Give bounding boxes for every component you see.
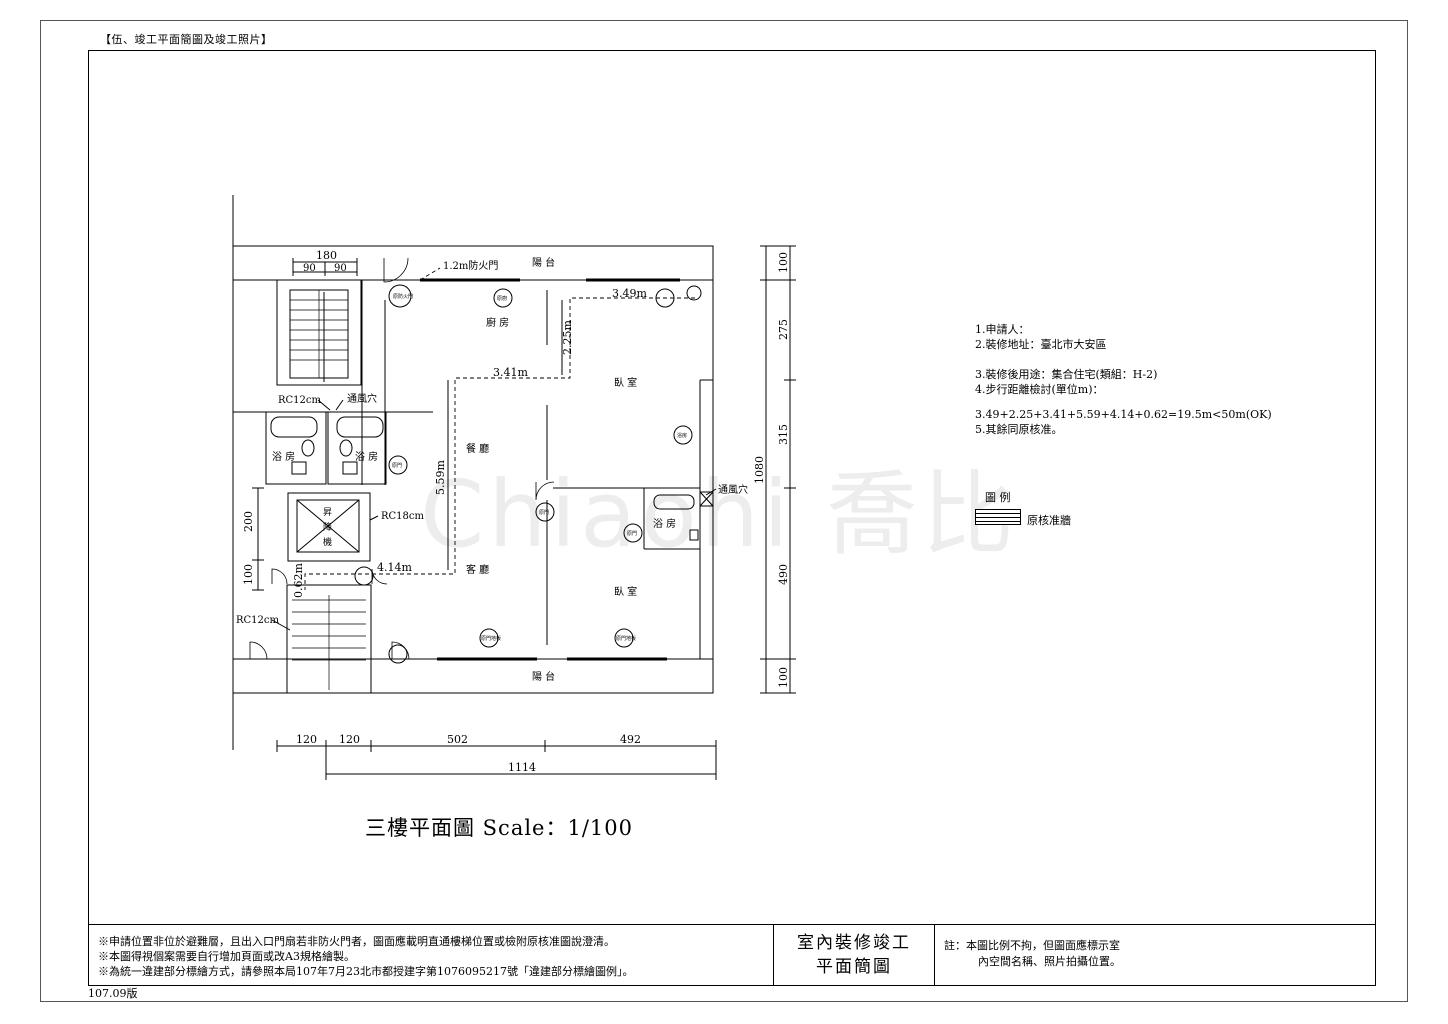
fixture-bedroom: 浴房 (677, 432, 687, 439)
drawing-title-line-1: 室內裝修竣工 (797, 933, 911, 953)
spec-notes: 1.申請人： 2.裝修地址：臺北市大安區 3.裝修後用途：集合住宅(類組：H-2… (975, 322, 1272, 437)
dim-v490: 490 (777, 564, 790, 585)
title-block-notes: ※申請位置非位於避難層，且出入口門扇若非防火門者，圖面應載明直通樓梯位置或檢附原… (98, 934, 633, 979)
dim-v315: 315 (777, 424, 790, 445)
fixture-bath: 原門 (627, 531, 637, 537)
rc12-bottom-note: RC12cm (236, 615, 280, 626)
outer-frame (40, 20, 1408, 1002)
dim-120b: 120 (339, 733, 360, 746)
title-block (88, 924, 1376, 986)
elevator-label-3: 機 (323, 536, 332, 548)
note-line: ※申請位置非位於避難層，且出入口門扇若非防火門者，圖面應載明直通樓梯位置或檢附原… (98, 935, 615, 948)
note-line: ※本圖得視個案需要自行增加頁面或改A3規格繪製。 (98, 950, 355, 963)
dim-120a: 120 (296, 733, 317, 746)
dim-90b: 90 (334, 263, 347, 274)
dim-349: 3.49m (612, 287, 647, 300)
living-label: 客 廳 (466, 563, 489, 576)
dim-341: 3.41m (493, 366, 528, 379)
dim-v275: 275 (777, 319, 790, 340)
rc18-note: RC18cm (381, 511, 425, 522)
drawing-title-line-2: 平面簡圖 (816, 957, 892, 977)
fixture-left: 原門 (392, 463, 402, 469)
bath-left-label: 浴 房 (272, 450, 295, 463)
spec-line: 5.其餘同原核准。 (975, 423, 1063, 436)
fixture-living-1: 原門 (539, 510, 549, 516)
note-line: ※為統一違建部分標繪方式，請參照本局107年7月23北市都授建字第1076095… (98, 965, 634, 978)
dim-100-left: 100 (242, 564, 255, 585)
dining-label: 餐 廳 (466, 442, 489, 455)
dim-492: 492 (620, 733, 641, 746)
dim-180: 180 (316, 249, 337, 262)
dim-062: 0.62m (292, 563, 305, 598)
fixture-kitchen: 原廚 (497, 295, 507, 302)
balcony-bottom-label: 陽 台 (532, 670, 555, 683)
fixture-living-2: 原門地板 (481, 635, 501, 642)
legend-title: 圖 例 (985, 491, 1011, 504)
bedroom-bottom-label: 臥 室 (614, 585, 637, 598)
version-label: 107.09版 (88, 987, 138, 1000)
fixture-bedroom-2: 原門地板 (616, 635, 636, 642)
spec-line: 2.裝修地址：臺北市大安區 (975, 338, 1107, 351)
dim-v100-bottom: 100 (777, 667, 790, 688)
spec-line: 4.步行距離檢討(單位m)： (975, 383, 1104, 396)
rc12-top-note: RC12cm (278, 395, 322, 406)
watermark: Chiaohi 喬比 (420, 461, 1018, 568)
kitchen-label: 廚 房 (486, 316, 509, 329)
vent-right-note: 通風穴 (718, 483, 748, 496)
balcony-top-label: 陽 台 (532, 256, 555, 269)
fire-door-note: 1.2m防火門 (443, 259, 498, 272)
dim-1114: 1114 (508, 761, 536, 774)
dim-200: 200 (242, 511, 255, 532)
remark-cell: 註：本圖比例不拘，但圖面應標示室 內空間名稱、照片拍攝位置。 (944, 938, 1121, 970)
dim-559: 5.59m (434, 460, 447, 495)
elevator-label-2: 降 (323, 521, 332, 533)
elevator-label-1: 昇 (323, 507, 332, 518)
legend-wall-swatch (975, 509, 1021, 525)
spec-line: 3.裝修後用途：集合住宅(類組：H-2) (975, 368, 1158, 381)
dim-v100-top: 100 (777, 252, 790, 273)
dim-90a: 90 (303, 263, 316, 274)
remark-line-2: 內空間名稱、照片拍攝位置。 (978, 955, 1121, 968)
vent-left-note: 通風穴 (347, 392, 377, 405)
dim-414: 4.14m (377, 561, 412, 574)
legend-wall-label: 原核准牆 (1027, 514, 1071, 527)
bath-small-label: 浴 房 (653, 517, 676, 530)
spec-line: 1.申請人： (975, 323, 1030, 336)
remark-line-1: 註：本圖比例不拘，但圖面應標示室 (944, 939, 1120, 952)
drawing-title-cell: 室內裝修竣工 平面簡圖 (773, 924, 935, 986)
dim-v1080: 1080 (753, 456, 766, 484)
section-title: 【伍、竣工平面簡圖及竣工照片】 (100, 33, 273, 46)
bedroom-top-label: 臥 室 (614, 376, 637, 389)
dim-225: 2.25m (561, 320, 574, 355)
fixture-fire-door: 原防火門 (393, 293, 413, 300)
spec-line: 3.49+2.25+3.41+5.59+4.14+0.62=19.5m<50m(… (975, 408, 1272, 421)
dim-502: 502 (447, 733, 468, 746)
plan-title: 三樓平面圖 Scale：1/100 (365, 816, 634, 840)
bath-right-label: 浴 房 (355, 450, 378, 463)
